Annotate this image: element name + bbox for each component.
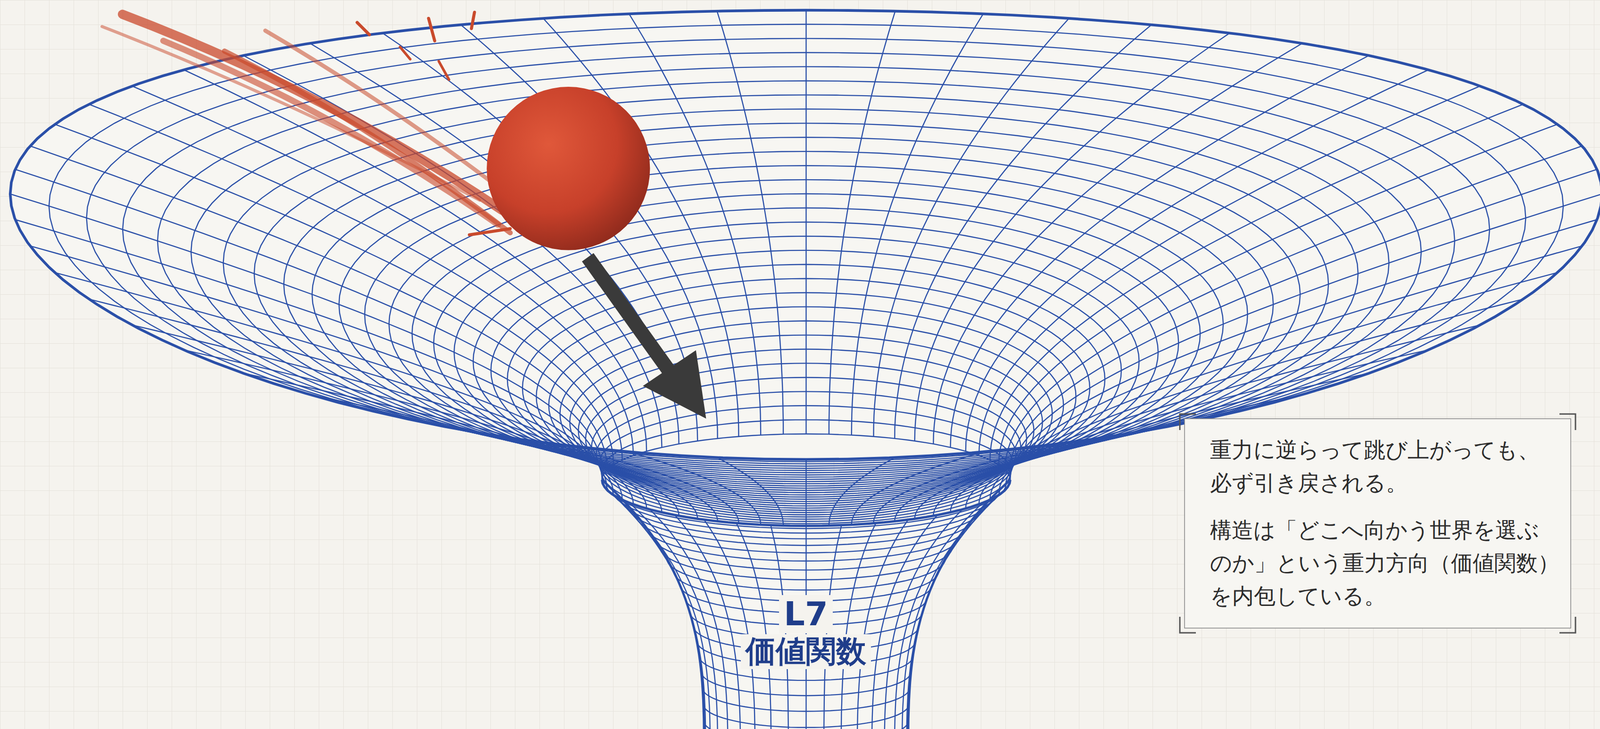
motion-streaks — [101, 12, 515, 235]
mesh-radial — [10, 193, 603, 480]
mesh-radial — [950, 55, 1369, 448]
frame-line — [1184, 418, 1571, 629]
callout-text: 重力に逆らって跳び上がっても、 必ず引き戻される。 — [1210, 433, 1564, 500]
mesh-radial — [717, 457, 784, 526]
mesh-radial — [382, 413, 698, 519]
mesh-radial — [30, 246, 607, 491]
mesh-radial — [998, 124, 1558, 465]
neck-line — [602, 480, 705, 729]
corner-bracket — [1559, 616, 1576, 633]
mesh-radial — [629, 13, 761, 435]
layer-name: 価値関数 — [740, 634, 871, 670]
neck-line — [857, 519, 909, 729]
mesh-radial — [965, 69, 1429, 452]
spark — [469, 228, 511, 235]
mesh-radial — [933, 43, 1302, 445]
mesh-ring — [10, 10, 1600, 460]
spark — [428, 18, 435, 42]
arrow-shaft — [587, 257, 676, 381]
callout-box: 重力に逆らって跳び上がっても、 必ず引き戻される。構造は「どこへ向かう世界を選ぶ… — [1178, 413, 1577, 634]
neck-line — [605, 488, 706, 729]
mesh-radial — [805, 459, 807, 526]
neck-line — [871, 514, 938, 729]
mesh-radial — [805, 10, 807, 435]
mesh-radial — [989, 104, 1524, 460]
spark — [471, 12, 475, 29]
spark — [399, 47, 411, 60]
label-holder: L7 — [664, 595, 948, 634]
corner-bracket — [1179, 616, 1196, 633]
neck-line — [840, 522, 876, 729]
mesh-radial — [914, 33, 1230, 441]
funnel-mesh — [10, 10, 1600, 526]
layer-label: L7 — [779, 595, 833, 634]
mesh-radial — [829, 457, 896, 526]
mesh-radial — [717, 11, 784, 435]
mesh-radial — [309, 394, 679, 516]
mesh-radial — [894, 24, 1152, 439]
mesh-radial — [132, 324, 634, 505]
label-holder: 価値関数 — [664, 634, 948, 670]
arrow-head — [642, 350, 706, 419]
mesh-radial — [914, 413, 1230, 519]
spark — [438, 61, 449, 80]
red-ball — [486, 86, 650, 250]
neck-line — [884, 509, 963, 729]
mesh-radial — [873, 18, 1070, 437]
neck-line — [674, 514, 741, 729]
neck-line — [908, 480, 1011, 729]
mesh-radial — [382, 33, 698, 441]
neck-ring — [605, 483, 1007, 529]
streak — [265, 30, 516, 200]
fall-arrow — [587, 257, 706, 419]
corner-bracket — [1559, 414, 1576, 431]
neck-line — [614, 495, 711, 729]
corner-bracket — [1179, 414, 1196, 431]
mesh-radial — [460, 24, 718, 439]
mesh-radial — [89, 298, 623, 500]
mesh-radial — [54, 272, 614, 496]
streak — [101, 26, 480, 200]
callout-text: 構造は「どこへ向かう世界を選ぶ のか」という重力方向（価値関数） を内包している… — [1210, 513, 1564, 614]
mesh-radial — [15, 219, 604, 486]
mesh-radial — [309, 43, 679, 445]
neck-line — [902, 495, 998, 729]
spark — [356, 22, 370, 35]
mesh-radial — [243, 373, 662, 513]
funnel-neck — [602, 480, 1011, 729]
mesh-radial — [851, 13, 984, 435]
neck-line — [906, 488, 1008, 729]
